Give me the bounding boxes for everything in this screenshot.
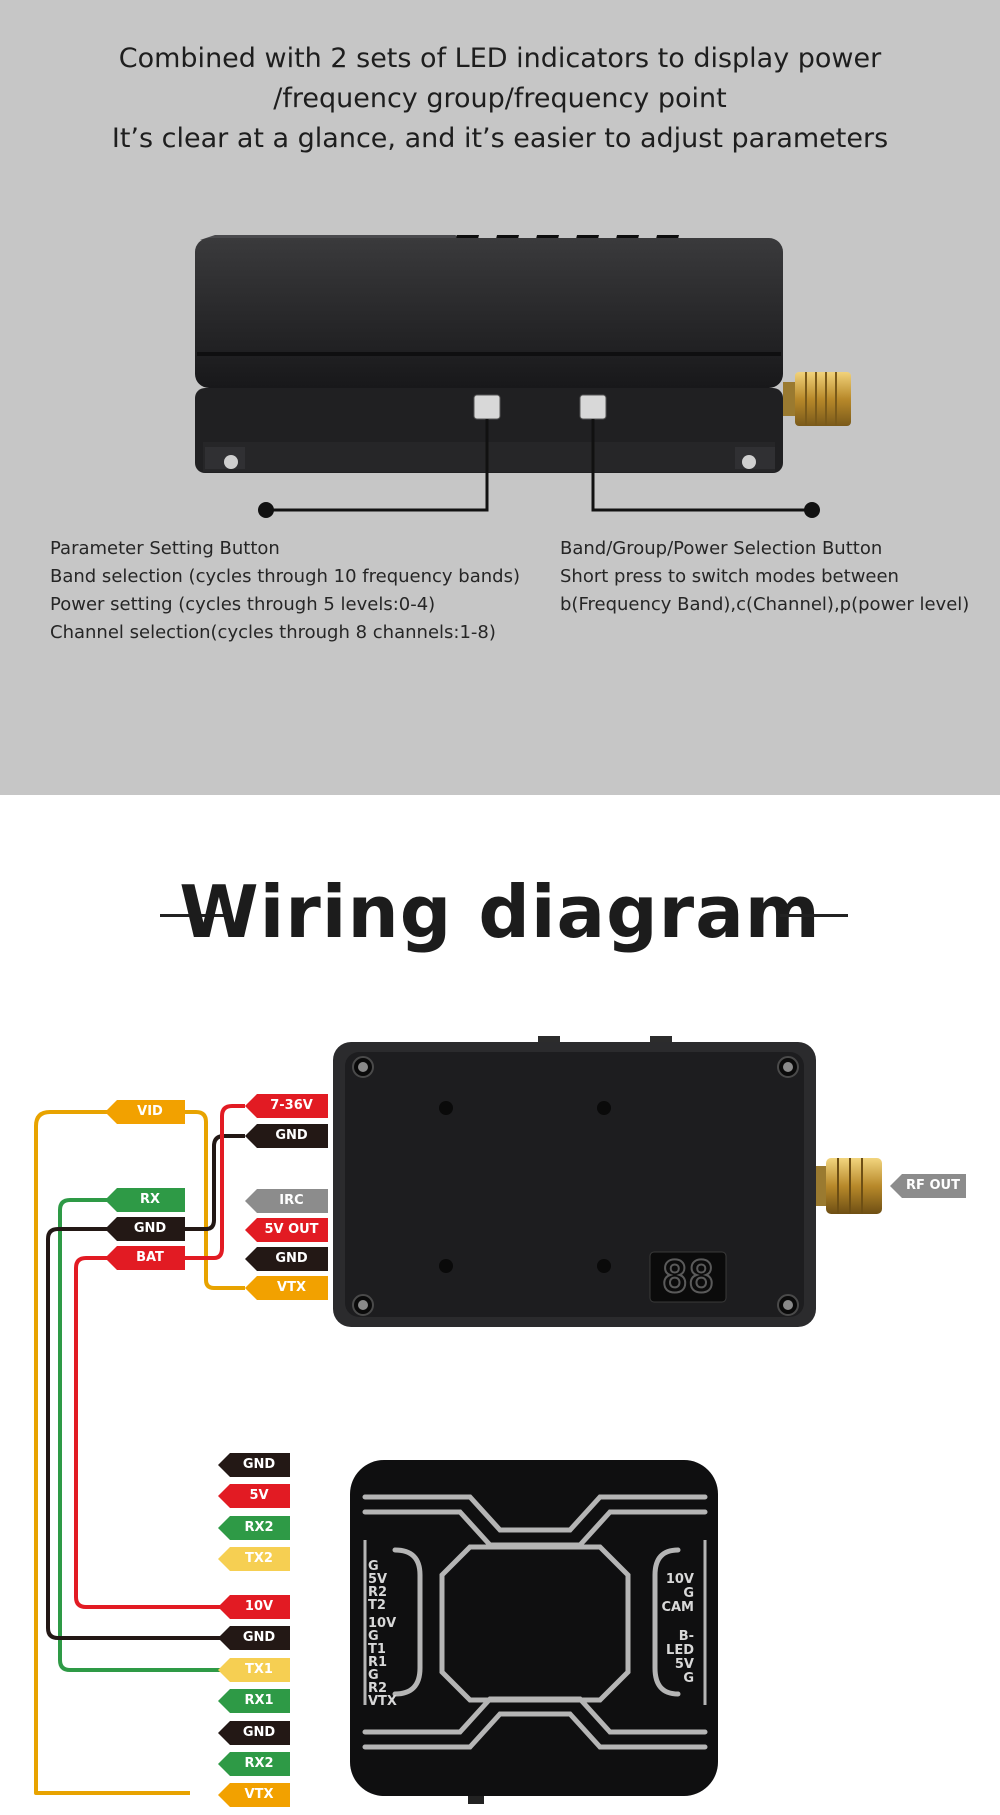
svg-text:G: G (683, 1671, 694, 1686)
left-callout-line: Channel selection(cycles through 8 chann… (50, 622, 496, 643)
vtx-pin-7-36v: 7-36V (245, 1094, 328, 1118)
svg-text:CAM: CAM (661, 1600, 694, 1615)
wiring-title: Wiring diagram (179, 870, 821, 954)
left-callout: Parameter Setting Button Band selection … (50, 535, 520, 647)
vtx-pin-irc: IRC (245, 1189, 328, 1213)
svg-text:VTX: VTX (368, 1694, 397, 1709)
wire-vid-to-fc-vtx (34, 1110, 190, 1795)
svg-text:LED: LED (666, 1643, 694, 1658)
vtx-top-view: 88 (333, 1036, 882, 1327)
fc-pin-gnd-2: GND (218, 1626, 290, 1650)
vtx-left-pin-rx: RX (105, 1188, 185, 1212)
vtx-pin-5v-out: 5V OUT (245, 1218, 328, 1242)
svg-text:5V: 5V (368, 1572, 387, 1587)
flight-controller: G 5V R2 T2 10V G T1 R1 G R2 VTX 10V G CA… (350, 1460, 718, 1804)
svg-text:G: G (368, 1559, 379, 1574)
svg-text:R2: R2 (368, 1681, 387, 1696)
rf-out-label: RF OUT (890, 1174, 966, 1198)
fc-pin-rx2: RX2 (218, 1516, 290, 1540)
wire-gnd-to-vtx-gnd (175, 1134, 245, 1231)
right-callout-line: Short press to switch modes between (560, 566, 899, 587)
vtx-left-pin-vid: VID (105, 1100, 185, 1124)
svg-text:R1: R1 (368, 1655, 387, 1670)
headline-line-3: It’s clear at a glance, and it’s easier … (111, 123, 889, 154)
wire-bat-to-10v (74, 1256, 228, 1609)
top-section: Combined with 2 sets of LED indicators t… (0, 0, 1000, 795)
title-dash-left (160, 914, 228, 917)
vtx-pin-vtx: VTX (245, 1276, 328, 1300)
headline-line-2: /frequency group/frequency point (273, 83, 727, 114)
vtx-left-pin-gnd: GND (105, 1217, 185, 1241)
vtx-pin-gnd: GND (245, 1124, 328, 1148)
vtx-left-pin-bat: BAT (105, 1246, 185, 1270)
fc-pin-tx2: TX2 (218, 1547, 290, 1571)
svg-text:5V: 5V (675, 1657, 694, 1672)
svg-text:10V: 10V (666, 1572, 694, 1587)
left-callout-line: Power setting (cycles through 5 levels:0… (50, 594, 436, 615)
title-dash-right (780, 914, 848, 917)
vtx-pin-gnd-2: GND (245, 1247, 328, 1271)
svg-text:T2: T2 (368, 1598, 386, 1613)
svg-text:G: G (368, 1629, 379, 1644)
left-callout-title: Parameter Setting Button (50, 538, 280, 559)
svg-text:T1: T1 (368, 1642, 386, 1657)
right-callout-title: Band/Group/Power Selection Button (560, 538, 883, 559)
left-leader-line (266, 419, 489, 512)
vtx-body-side (195, 238, 783, 388)
led-display (649, 1251, 727, 1303)
wire-rx-to-tx1 (58, 1198, 228, 1672)
fc-pin-gnd-3: GND (218, 1721, 290, 1745)
fc-left-pad-labels: G 5V R2 T2 10V G T1 R1 G R2 VTX (368, 1559, 397, 1709)
wire-gnd-to-gnd (46, 1227, 228, 1640)
fc-pin-gnd: GND (218, 1453, 290, 1477)
fc-pin-tx1: TX1 (218, 1658, 290, 1682)
rf-antenna-connector (826, 1158, 882, 1214)
svg-text:G: G (683, 1586, 694, 1601)
svg-text:G: G (368, 1668, 379, 1683)
wire-bat-to-7-36v (175, 1104, 245, 1260)
svg-text:R2: R2 (368, 1585, 387, 1600)
fc-pin-rx2-2: RX2 (218, 1752, 290, 1776)
headline-line-1: Combined with 2 sets of LED indicators t… (118, 43, 882, 74)
right-callout-line: b(Frequency Band),c(Channel),p(power lev… (560, 594, 970, 615)
wire-vid-to-vtx (175, 1110, 245, 1290)
vtx-side-view (195, 235, 851, 518)
svg-text:10V: 10V (368, 1616, 396, 1631)
wires (34, 1104, 245, 1795)
left-callout-line: Band selection (cycles through 10 freque… (50, 566, 520, 587)
fc-right-pad-labels: 10V G CAM B- LED 5V G (661, 1572, 694, 1686)
led-display-digits: 88 (662, 1252, 715, 1303)
fc-pin-vtx: VTX (218, 1783, 290, 1807)
fc-pin-5v: 5V (218, 1484, 290, 1508)
fc-pin-rx1: RX1 (218, 1689, 290, 1713)
right-leader-line (591, 419, 812, 512)
fc-pin-10v: 10V (218, 1595, 290, 1619)
right-callout: Band/Group/Power Selection Button Short … (560, 535, 969, 619)
svg-text:B-: B- (679, 1629, 694, 1644)
